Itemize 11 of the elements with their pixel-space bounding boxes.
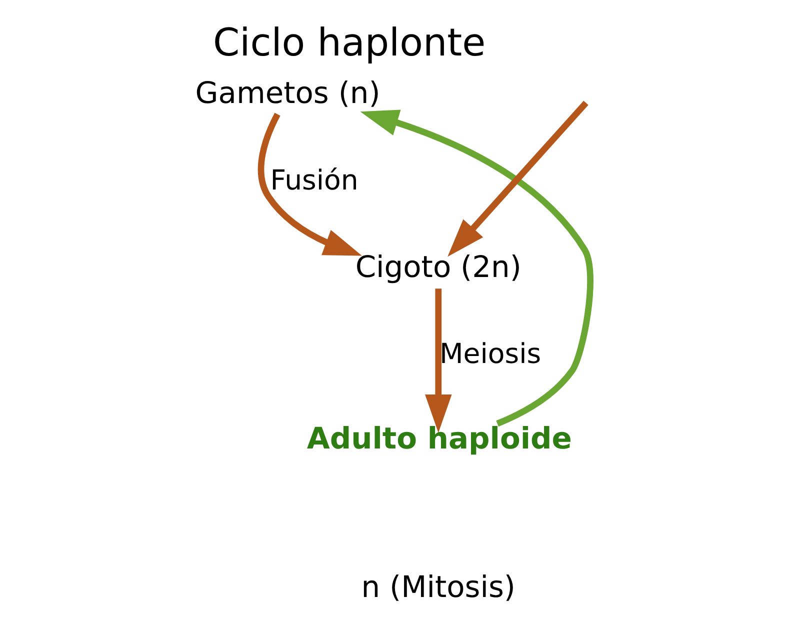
node-text: Cigoto (2n) <box>354 250 521 285</box>
arrow <box>424 288 452 433</box>
edge-label: Meiosis <box>439 337 541 370</box>
node-text: Gametos (n) <box>194 76 380 111</box>
edge-label: Fusión <box>270 163 358 196</box>
diagram-title: Ciclo haplonte <box>212 22 486 66</box>
arrow <box>447 100 588 257</box>
node-text: Adulto haploide <box>306 422 572 457</box>
arrow <box>360 110 593 427</box>
arrow <box>257 112 362 256</box>
label: n (Mitosis) <box>360 570 516 606</box>
